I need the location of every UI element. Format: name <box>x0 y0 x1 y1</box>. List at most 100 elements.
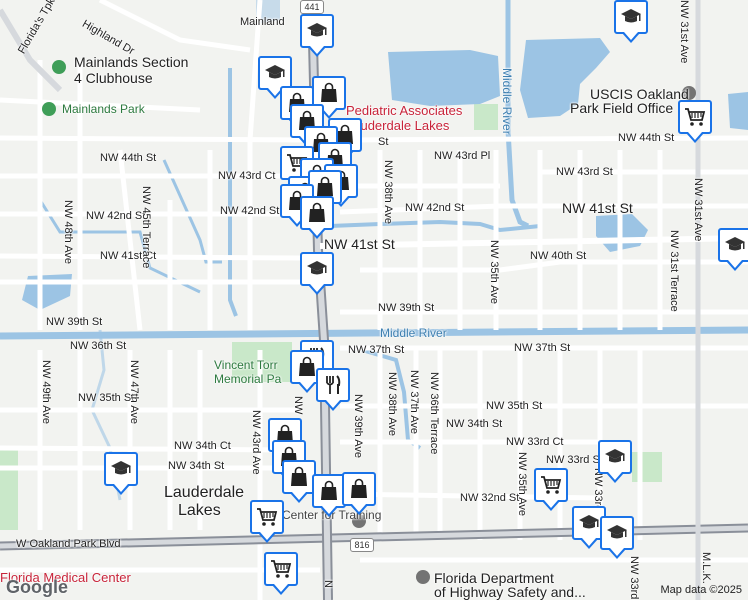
school-marker[interactable] <box>718 228 748 271</box>
street-label: NW 33rd Ave <box>628 556 640 600</box>
street-label: NW 41st St <box>562 200 633 216</box>
street-label: NW 38th Ave <box>382 160 394 224</box>
street-label: NW 37th St <box>514 342 571 354</box>
hospital-label: Lauderdale Lakes <box>346 118 450 133</box>
street-label: NW 44th St <box>100 152 157 164</box>
street-label: NW 42nd St <box>405 202 465 214</box>
route-441-shield: 441 <box>300 0 324 14</box>
school-marker[interactable] <box>300 14 334 57</box>
school-marker[interactable] <box>258 56 292 99</box>
street-label: W Oakland Park Blvd <box>16 538 121 550</box>
shopping-marker[interactable] <box>312 474 346 517</box>
street-label: NW 34th St <box>446 418 503 430</box>
street-label: NW 45th Terrace <box>140 186 152 269</box>
street-label: NW 35th Ave <box>516 452 528 516</box>
training-center-icon[interactable] <box>352 514 366 528</box>
street-label: NW 31st Ave <box>692 178 704 242</box>
grocery-marker[interactable] <box>678 100 712 143</box>
street-label: NW 49th Ave <box>40 360 52 424</box>
street-label: NW 35th St <box>78 392 135 404</box>
street-label: NW 36th Terrace <box>428 372 440 455</box>
shopping-marker[interactable] <box>282 460 316 503</box>
school-icon <box>603 445 627 469</box>
street-label: NW 47th Ave <box>128 360 140 424</box>
shopping-bag-icon <box>347 477 371 501</box>
government-office-icon[interactable] <box>682 86 696 100</box>
park-icon[interactable] <box>42 102 56 116</box>
school-marker[interactable] <box>600 516 634 559</box>
shopping-marker[interactable] <box>300 196 334 239</box>
school-icon <box>605 521 629 545</box>
grocery-cart-icon <box>269 557 293 581</box>
route-816-shield: 816 <box>350 538 374 552</box>
map-attribution[interactable]: Map data ©2025 <box>660 584 743 596</box>
street-label: NW 35th Ave <box>488 240 500 304</box>
shopping-bag-icon <box>313 175 337 199</box>
google-logo[interactable]: Google <box>6 577 68 597</box>
grocery-cart-icon <box>539 473 563 497</box>
street-label: NW 38th Ave <box>386 372 398 436</box>
shopping-bag-icon <box>305 201 329 225</box>
street-label: NW 43rd Ave <box>250 410 262 475</box>
hospital-label: Pediatric Associates <box>346 103 463 118</box>
shopping-bag-icon <box>317 479 341 503</box>
street-label: St <box>378 136 389 148</box>
river-label: Middle River <box>380 326 447 340</box>
school-icon <box>263 61 287 85</box>
restaurant-marker[interactable] <box>316 368 350 411</box>
poi-label: Florida Department <box>434 570 554 586</box>
hospital-label: Florida Medical Center <box>0 570 131 585</box>
street-label: NW 35th St <box>486 400 543 412</box>
park-label: Mainlands Park <box>62 102 145 116</box>
restaurant-icon <box>321 373 345 397</box>
poi-label: 4 Clubhouse <box>74 70 153 86</box>
park-icon[interactable] <box>52 60 66 74</box>
poi-label: USCIS Oakland <box>590 86 689 102</box>
street-label: NW 44th St <box>618 132 675 144</box>
school-icon <box>619 5 643 29</box>
street-label: NW <box>292 396 304 415</box>
street-label: NW 43rd St <box>556 166 613 178</box>
street-label: NW 34th St <box>168 460 225 472</box>
street-label: NW 31st Ave <box>678 0 690 64</box>
government-office-icon[interactable] <box>416 570 430 584</box>
shopping-bag-icon <box>317 81 341 105</box>
street-label: NW 43rd Ct <box>218 170 276 182</box>
school-icon <box>723 233 747 257</box>
street-label: NW 43rd Pl <box>434 150 491 162</box>
school-marker[interactable] <box>598 440 632 483</box>
shopping-marker[interactable] <box>342 472 376 515</box>
shopping-bag-icon <box>295 355 319 379</box>
street-label: NW 37th Ave <box>408 370 420 434</box>
school-icon <box>305 257 329 281</box>
school-marker[interactable] <box>300 252 334 295</box>
school-marker[interactable] <box>104 452 138 495</box>
grocery-marker[interactable] <box>250 500 284 543</box>
school-icon <box>109 457 133 481</box>
street-label: NW 33rd Ct <box>506 436 564 448</box>
poi-label: Mainlands Section <box>74 54 189 70</box>
street-label: NW 42nd St <box>86 210 146 222</box>
grocery-cart-icon <box>683 105 707 129</box>
river-label: Middle River <box>500 68 514 135</box>
shopping-bag-icon <box>333 123 357 147</box>
shopping-bag-icon <box>287 465 311 489</box>
street-label: M.L.K. <box>700 552 712 584</box>
street-label: Mainland <box>240 16 285 28</box>
street-label: NW 39th St <box>378 302 435 314</box>
street-label: NW 41st Ct <box>100 250 157 262</box>
street-label: NW 37th St <box>348 344 405 356</box>
grocery-marker[interactable] <box>534 468 568 511</box>
street-label: NW 39th St <box>46 316 103 328</box>
school-icon <box>577 511 601 535</box>
poi-label: Park Field Office <box>570 100 674 116</box>
school-marker[interactable] <box>614 0 648 43</box>
street-label: NW 39th Ave <box>352 394 364 458</box>
grocery-marker[interactable] <box>264 552 298 595</box>
city-label: Lauderdale <box>164 484 245 501</box>
street-label: NW 32nd St <box>460 492 520 504</box>
street-label: NW 33rd St <box>546 454 603 466</box>
school-icon <box>305 19 329 43</box>
city-label: Lakes <box>178 502 221 519</box>
